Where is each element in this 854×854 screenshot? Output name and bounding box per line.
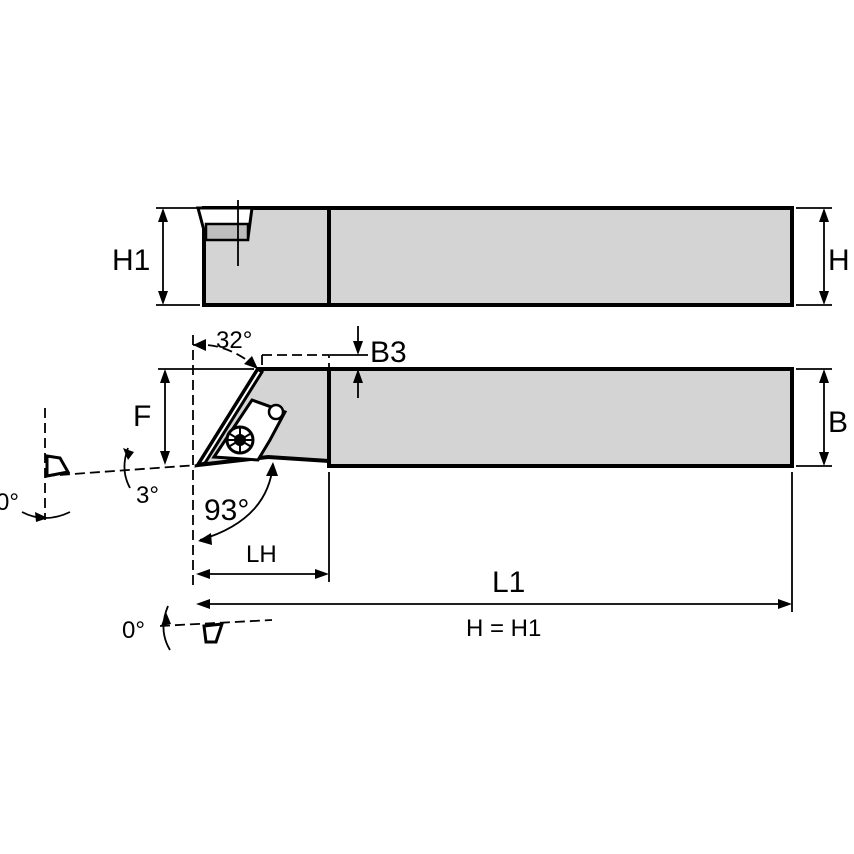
side-view-shank	[202, 206, 794, 307]
screw-icon	[225, 425, 255, 455]
tip-reference-line	[44, 464, 199, 477]
h1-label: H1	[112, 244, 150, 277]
lh-label: LH	[246, 541, 277, 568]
l1-label: L1	[492, 566, 525, 599]
cutting-insert	[194, 366, 265, 468]
left-insert-profile: 0°	[0, 408, 71, 522]
b-label: B	[828, 406, 848, 439]
side-view: H1 H	[112, 200, 850, 307]
head-dashed-outline	[262, 354, 330, 369]
angle-3-label: 3°	[136, 482, 159, 509]
angle-0-bottom-label: 0°	[122, 617, 145, 644]
angle-32-label: 32°	[216, 327, 252, 354]
angle-0-left-label: 0°	[0, 489, 19, 516]
top-view-shank	[327, 367, 794, 468]
h-label: H	[828, 244, 850, 277]
top-view: B3 B F 32° 93° 3°	[0, 326, 848, 651]
f-label: F	[133, 400, 151, 433]
bottom-insert-profile: 0°	[122, 605, 273, 651]
b3-label: B3	[370, 336, 407, 369]
angle-93-label: 93°	[204, 494, 249, 527]
h-equals-h1-label: H = H1	[466, 615, 541, 642]
side-view-insert	[204, 222, 250, 242]
